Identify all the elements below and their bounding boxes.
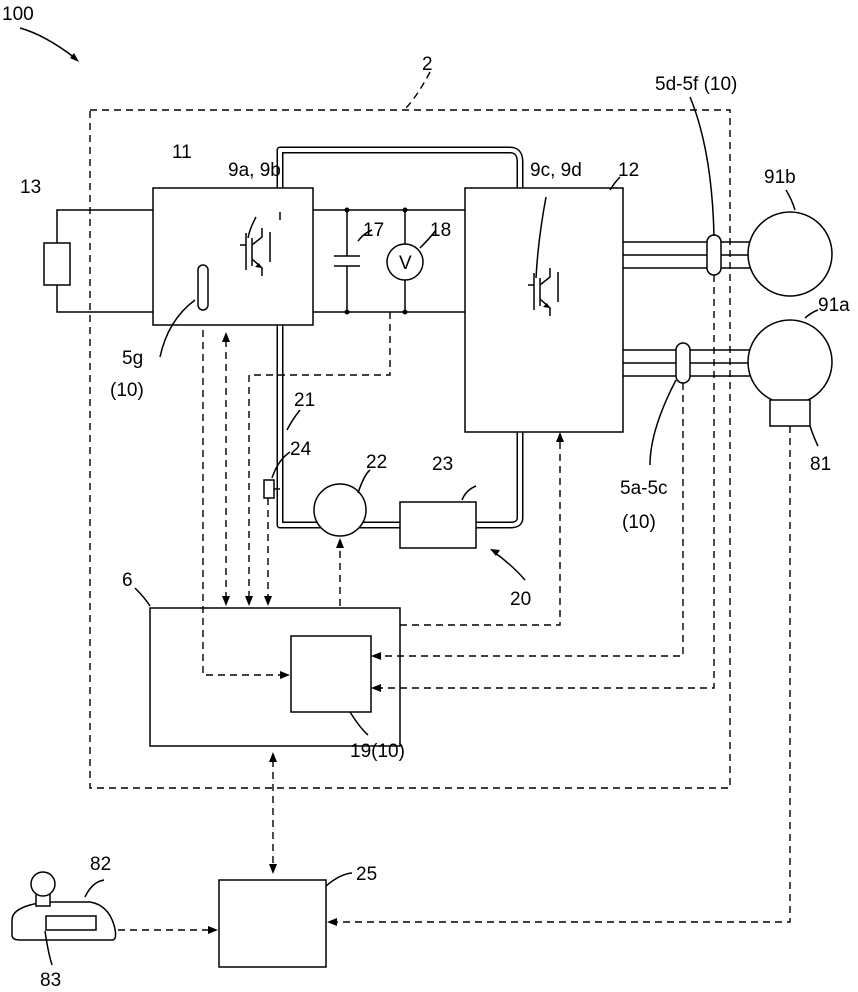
motor-91b — [747, 211, 833, 297]
sensor-5d-5f — [706, 234, 722, 276]
motor-sensor-81 — [769, 399, 811, 427]
label-unit: 2 — [422, 54, 433, 75]
label-pump: 22 — [366, 452, 387, 473]
label-sensor-5g-sub: (10) — [110, 380, 144, 401]
inverter-box — [464, 187, 624, 433]
label-valve: 24 — [290, 439, 312, 460]
label-voltmeter: 18 — [430, 220, 451, 241]
lever-sensor-83 — [45, 915, 97, 931]
label-radiator: 23 — [432, 454, 453, 475]
label-operation-lever: 82 — [90, 854, 111, 875]
label-detector: 19(10) — [350, 741, 405, 762]
label-battery: 13 — [20, 177, 41, 198]
label-inverter: 12 — [618, 160, 639, 181]
label-motor-b: 91b — [764, 167, 796, 188]
battery-block — [43, 242, 71, 286]
unit-boundary — [89, 109, 731, 789]
valve-24 — [263, 479, 275, 499]
label-converter-switch: 9a, 9b — [228, 160, 281, 181]
label-motor-a: 91a — [818, 295, 850, 316]
label-cooling-system: 20 — [510, 589, 531, 610]
label-sensors-5a-5c-sub: (10) — [622, 512, 656, 533]
label-coolant-path: 21 — [294, 390, 315, 411]
voltmeter-symbol: V — [399, 253, 412, 274]
sensor-5a-5c — [675, 342, 691, 384]
signal-lines — [19, 27, 791, 934]
voltmeter — [386, 243, 424, 281]
capacitor — [334, 210, 360, 312]
converter-box — [152, 187, 314, 326]
operation-lever — [11, 871, 117, 941]
label-motor-sensor: 81 — [810, 454, 831, 475]
motor-91a — [747, 319, 833, 405]
pump-22 — [313, 483, 367, 537]
label-capacitor: 17 — [363, 220, 384, 241]
label-converter: 11 — [172, 142, 192, 163]
label-system: 100 — [2, 4, 34, 25]
sensor-5g — [197, 264, 209, 311]
label-sensors-5a-5c: 5a-5c — [620, 478, 668, 499]
radiator-23 — [399, 501, 477, 549]
label-lever-sensor: 83 — [40, 970, 61, 991]
label-host-controller: 25 — [356, 864, 377, 885]
detector-box — [290, 635, 372, 713]
label-sensor-5g: 5g — [122, 348, 143, 369]
host-controller-box — [218, 879, 327, 968]
label-controller: 6 — [122, 570, 133, 591]
label-sensors-5d-5f: 5d-5f (10) — [655, 74, 737, 95]
label-inverter-switch: 9c, 9d — [530, 160, 582, 181]
